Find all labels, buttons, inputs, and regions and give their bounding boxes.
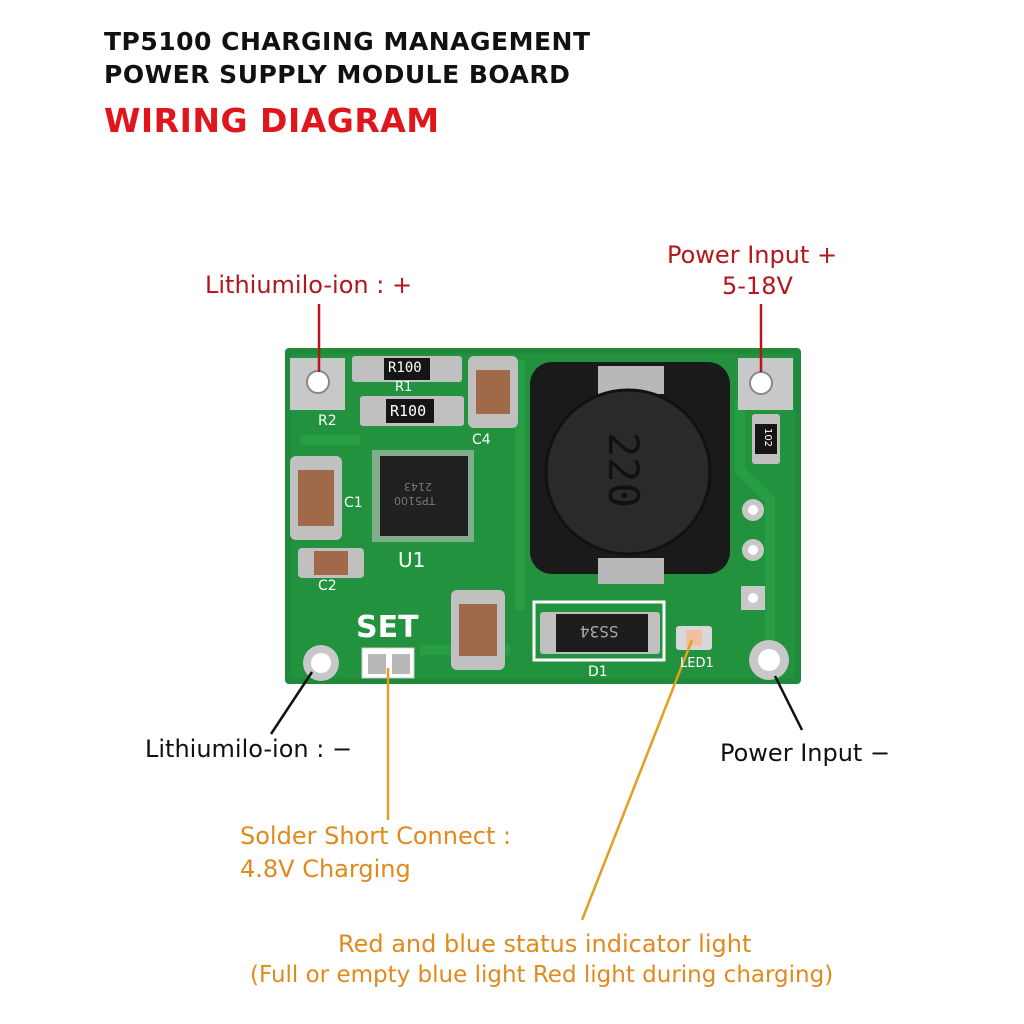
pad-power-minus bbox=[749, 640, 789, 680]
title-line-2: POWER SUPPLY MODULE BOARD bbox=[104, 60, 571, 89]
silk-c2: C2 bbox=[318, 578, 337, 594]
label-indicator-detail: (Full or empty blue light Red light duri… bbox=[250, 962, 834, 988]
capacitor-c4 bbox=[468, 356, 518, 428]
silk-r2: R2 bbox=[318, 413, 337, 429]
mark-chip: TP5100 bbox=[394, 494, 436, 507]
mark-inductor: 220 bbox=[599, 432, 648, 508]
silk-c4: C4 bbox=[472, 432, 491, 448]
mark-resistor-bottom: R100 bbox=[390, 402, 427, 420]
resistor-r1 bbox=[352, 356, 462, 382]
resistor-small bbox=[752, 414, 780, 464]
silk-led1: LED1 bbox=[680, 656, 714, 671]
pointer-power-minus bbox=[773, 675, 804, 731]
inductor-220 bbox=[530, 362, 730, 584]
silk-d1: D1 bbox=[588, 664, 608, 680]
label-solder-voltage: 4.8V Charging bbox=[240, 855, 411, 883]
mark-resistor-top: R100 bbox=[388, 360, 422, 376]
silk-c1: C1 bbox=[344, 495, 363, 511]
title-line-1: TP5100 CHARGING MANAGEMENT bbox=[104, 27, 591, 56]
led1 bbox=[676, 626, 712, 650]
pad-battery-plus bbox=[290, 358, 345, 410]
label-power-input-plus: Power Input + bbox=[667, 241, 838, 269]
title-wiring-diagram: WIRING DIAGRAM bbox=[104, 101, 440, 140]
label-indicator-title: Red and blue status indicator light bbox=[338, 930, 752, 958]
pointer-battery-minus bbox=[269, 671, 314, 735]
chip-tp5100 bbox=[372, 450, 474, 542]
diode-d1 bbox=[532, 600, 666, 662]
capacitor-c2 bbox=[298, 548, 364, 578]
capacitor-c3 bbox=[451, 590, 505, 670]
label-power-input-minus: Power Input − bbox=[720, 739, 891, 767]
label-solder-short: Solder Short Connect : bbox=[240, 822, 512, 850]
label-battery-minus: Lithiumilo-ion : − bbox=[145, 735, 353, 763]
pointer-indicator bbox=[580, 639, 694, 921]
mark-small-resistor: 102 bbox=[762, 427, 774, 448]
mark-diode: SS34 bbox=[580, 622, 619, 641]
pad-power-plus bbox=[738, 358, 793, 410]
label-power-input-voltage: 5-18V bbox=[722, 272, 793, 300]
silk-u1: U1 bbox=[398, 548, 426, 572]
label-battery-plus: Lithiumilo-ion : + bbox=[205, 271, 413, 299]
side-pads bbox=[741, 499, 765, 610]
mark-chip-code: 2143 bbox=[404, 480, 432, 493]
silk-set: SET bbox=[356, 610, 419, 645]
silk-r1: R1 bbox=[395, 380, 413, 395]
resistor-r2 bbox=[360, 396, 464, 426]
capacitor-c1 bbox=[290, 456, 342, 540]
